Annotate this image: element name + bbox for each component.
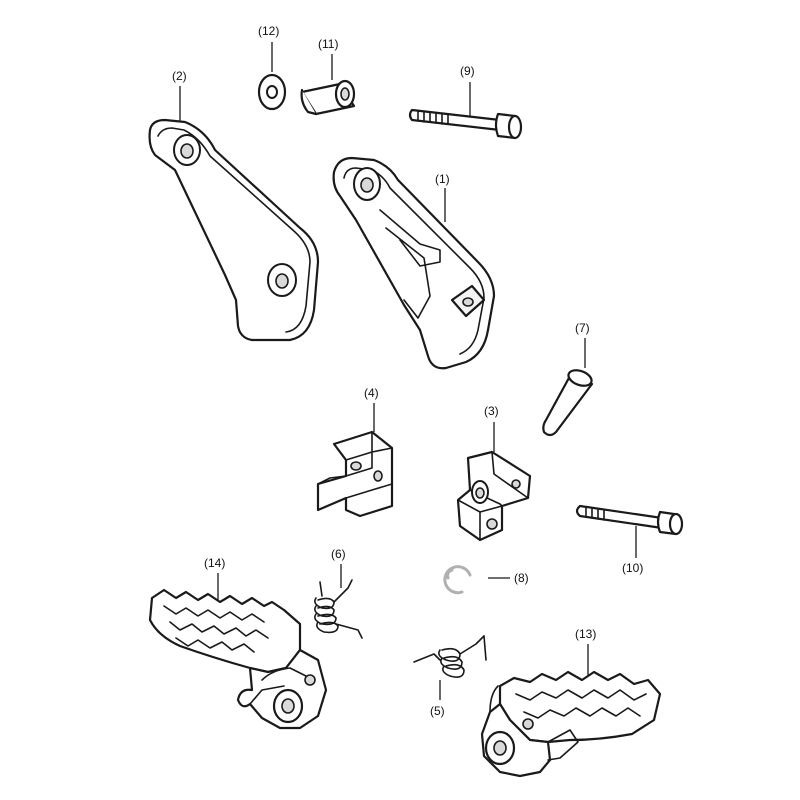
bolt-part-10: [575, 504, 684, 536]
callout-13: (13): [575, 627, 596, 641]
callout-4: (4): [364, 386, 379, 400]
bracket-plate-part-1: [332, 156, 496, 370]
pin-part-7: [542, 369, 594, 437]
bolt-part-9: [408, 108, 523, 140]
spring-part-5: [413, 635, 487, 678]
footpeg-mount-part-3: [456, 450, 532, 542]
spring-part-6: [314, 579, 363, 639]
callout-7: (7): [575, 321, 590, 335]
callout-10: (10): [622, 561, 643, 575]
callout-5: (5): [430, 704, 445, 718]
callout-3: (3): [484, 404, 499, 418]
callout-9: (9): [460, 64, 475, 78]
footpeg-part-14: [148, 588, 328, 730]
clip-part-8: [443, 565, 472, 595]
callout-14: (14): [204, 556, 225, 570]
callout-12: (12): [258, 24, 279, 38]
callout-2: (2): [172, 69, 187, 83]
callout-8: (8): [514, 571, 529, 585]
callout-11: (11): [318, 37, 338, 51]
bushing-part-11: [300, 79, 356, 116]
footpeg-part-13: [480, 670, 662, 778]
footpeg-mount-part-4: [316, 430, 394, 518]
callout-1: (1): [435, 172, 450, 186]
callout-6: (6): [331, 547, 346, 561]
washer-part-12: [257, 73, 287, 111]
bracket-plate-part-2: [148, 118, 320, 342]
